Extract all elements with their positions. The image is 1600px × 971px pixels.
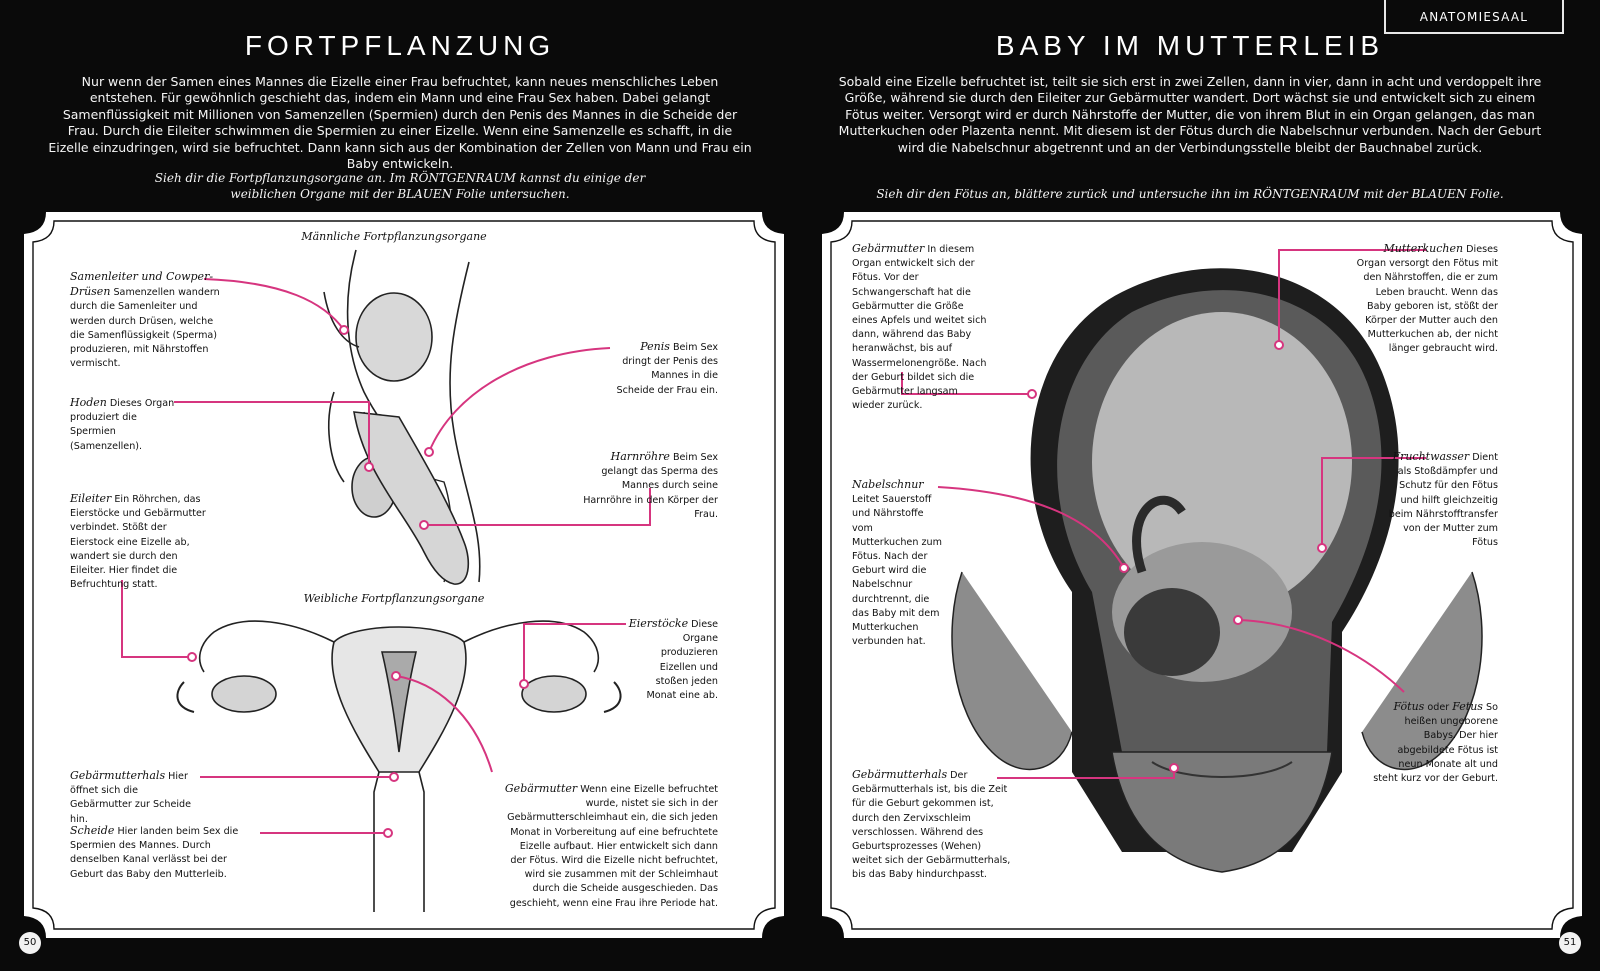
term-foetus: Fötus (1393, 700, 1425, 713)
header-tab: ANATOMIESAAL (1384, 0, 1564, 34)
text-gebaermutter: Wenn eine Eizelle befruchtet wurde, nist… (507, 784, 718, 909)
term-penis: Penis (640, 340, 670, 353)
label-gebaermutter: Gebärmutter Wenn eine Eizelle befruchtet… (502, 782, 718, 911)
left-illustration-panel: Männliche Fortpflanzungsorgane Weibliche… (24, 212, 784, 938)
label-hoden: Hoden Dieses Organ produziert die Spermi… (70, 396, 180, 454)
fetus-in-womb-illustration (951, 268, 1483, 873)
term-hoden: Hoden (70, 396, 107, 409)
text-hoden: Dieses Organ produziert die Spermien (Sa… (70, 398, 175, 452)
term-eileiter: Eileiter (70, 492, 112, 505)
label-fruchtwasser: Fruchtwasser Dient als Stoßdämpfer und S… (1382, 450, 1498, 550)
right-panel-frame (822, 212, 1582, 938)
label-eileiter: Eileiter Ein Röhrchen, das Eierstöcke un… (70, 492, 210, 592)
right-illustration-panel: Gebärmutter In diesem Organ entwickelt s… (822, 212, 1582, 938)
term-samenleiter: Samenleiter und Cowper-Drüsen (70, 270, 214, 299)
term-nabelschnur: Nabelschnur (852, 478, 924, 491)
page-number-right: 51 (1559, 932, 1581, 954)
label-foetus: Fötus oder Fetus So heißen ungeborene Ba… (1372, 700, 1498, 786)
text-eileiter: Ein Röhrchen, das Eierstöcke und Gebärmu… (70, 494, 206, 591)
text-samenleiter: Samenzellen wandern durch die Samenleite… (70, 287, 220, 370)
connector-foetus: oder (1427, 702, 1450, 713)
male-organs-illustration (323, 249, 481, 585)
text-harnroehre: Beim Sex gelangt das Sperma des Mannes d… (583, 452, 718, 520)
left-intro-text: Nur wenn der Samen eines Mannes die Eize… (48, 74, 752, 172)
term-gebaermutterhals: Gebärmutterhals (70, 769, 166, 782)
text-scheide: Hier landen beim Sex die Spermien des Ma… (70, 826, 239, 880)
label-r-gebaermutter: Gebärmutter In diesem Organ entwickelt s… (852, 242, 990, 413)
label-samenleiter: Samenleiter und Cowper-Drüsen Samenzelle… (70, 270, 220, 371)
caption-female: Weibliche Fortpflanzungsorgane (303, 592, 485, 605)
term-gebaermutter: Gebärmutter (504, 782, 578, 795)
left-instruction: Sieh dir die Fortpflanzungsorgane an. Im… (154, 171, 646, 201)
right-intro-text: Sobald eine Eizelle befruchtet ist, teil… (838, 74, 1542, 155)
term-eierstoecke: Eierstöcke (628, 617, 689, 630)
term-mutterkuchen: Mutterkuchen (1383, 242, 1464, 255)
term-fetus: Fetus (1452, 700, 1483, 713)
label-penis: Penis Beim Sex dringt der Penis des Mann… (612, 340, 718, 398)
label-nabelschnur: Nabelschnur Leitet Sauerstoff und Nährst… (852, 478, 942, 649)
text-gebaermutterhals: Hier öffnet sich die Gebärmutter zur Sch… (70, 771, 192, 825)
text-nabelschnur: Leitet Sauerstoff und Nährstoffe vom Mut… (852, 494, 942, 648)
label-r-gebaermutterhals: Gebärmutterhals Der Gebärmutterhals ist,… (852, 768, 1012, 883)
text-foetus: So heißen ungeborene Babys. Der hier abg… (1373, 702, 1498, 785)
label-eierstoecke: Eierstöcke Diese Organe produzieren Eize… (628, 617, 718, 703)
text-mutterkuchen: Dieses Organ versorgt den Fötus mit den … (1356, 244, 1498, 355)
text-r-gebaermutterhals: Der Gebärmutterhals ist, bis die Zeit fü… (852, 770, 1011, 881)
right-instruction: Sieh dir den Fötus an, blättere zurück u… (876, 187, 1504, 201)
label-mutterkuchen: Mutterkuchen Dieses Organ versorgt den F… (1352, 242, 1498, 357)
term-r-gebaermutter: Gebärmutter (852, 242, 925, 255)
label-harnroehre: Harnröhre Beim Sex gelangt das Sperma de… (574, 450, 718, 522)
female-organs-illustration (176, 620, 622, 912)
label-gebaermutterhals: Gebärmutterhals Hier öffnet sich die Geb… (70, 769, 200, 827)
term-harnroehre: Harnröhre (610, 450, 670, 463)
text-penis: Beim Sex dringt der Penis des Mannes in … (616, 342, 718, 396)
right-page-title: BABY IM MUTTERLEIB (995, 30, 1385, 61)
term-fruchtwasser: Fruchtwasser (1392, 450, 1470, 463)
page-number-left: 50 (19, 932, 41, 954)
text-eierstoecke: Diese Organe produzieren Eizellen und st… (646, 619, 718, 702)
term-scheide: Scheide (70, 824, 115, 837)
left-page-title: FORTPFLANZUNG (244, 30, 556, 61)
left-panel-frame (24, 212, 784, 938)
left-leader-lines (121, 278, 651, 838)
text-fruchtwasser: Dient als Stoßdämpfer und Schutz für den… (1388, 452, 1498, 549)
term-r-gebaermutterhals: Gebärmutterhals (852, 768, 948, 781)
label-scheide: Scheide Hier landen beim Sex die Spermie… (70, 824, 255, 882)
right-leader-lines (901, 249, 1426, 779)
caption-male: Männliche Fortpflanzungsorgane (301, 230, 487, 243)
text-r-gebaermutter: In diesem Organ entwickelt sich der Fötu… (852, 244, 987, 412)
